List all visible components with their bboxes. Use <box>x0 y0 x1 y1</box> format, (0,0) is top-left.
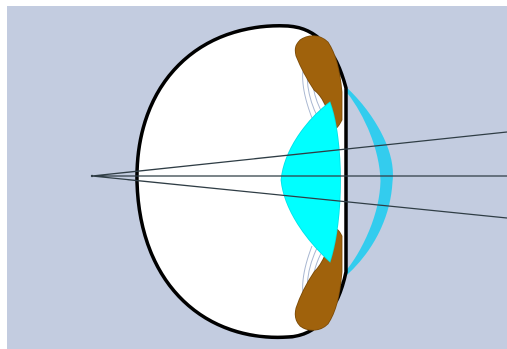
focal-point <box>91 175 93 177</box>
